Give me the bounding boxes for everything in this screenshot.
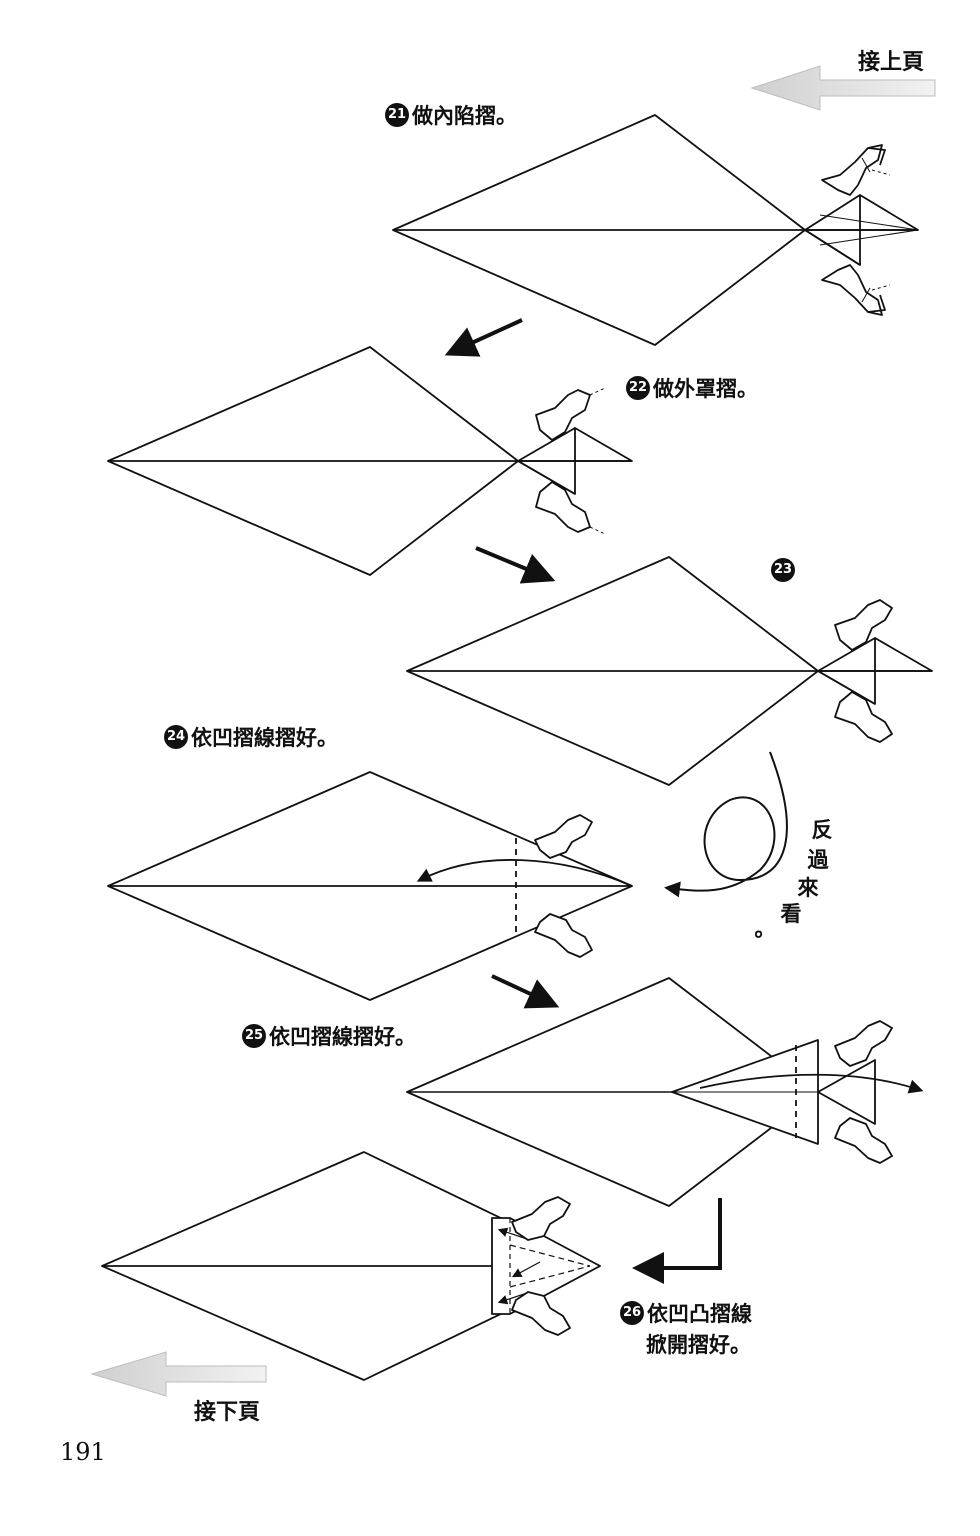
step-22-number: 22	[626, 376, 650, 400]
step-25-figure	[406, 977, 924, 1207]
step-arrow-2	[475, 546, 556, 584]
step-26-text: 依凹凸摺線	[647, 1302, 752, 1326]
step-25-number: 25	[242, 1024, 266, 1048]
bird-head-bottom	[821, 264, 886, 316]
step-21-number: 21	[385, 103, 409, 127]
step-26-figure	[101, 1151, 601, 1381]
step-22-text: 做外罩摺。	[653, 377, 758, 401]
step-26-text-line2: 掀開摺好。	[646, 1333, 751, 1357]
next-page-label: 接下頁	[194, 1400, 261, 1425]
step-23-number: 23	[771, 558, 795, 582]
page-number: 191	[60, 1438, 106, 1466]
bird-head-top	[821, 144, 886, 196]
turn-over-char-4: 看	[780, 902, 802, 926]
step-24-number: 24	[164, 725, 188, 749]
step-21-text: 做內陷摺。	[412, 104, 517, 128]
prev-page-arrow-icon	[750, 65, 936, 111]
step-21-figure	[392, 114, 919, 346]
step-24-text: 依凹摺線摺好。	[191, 726, 338, 750]
step-arrow-1	[444, 318, 523, 357]
turn-over-char-3: 來	[797, 876, 819, 900]
step-23-figure	[406, 556, 933, 786]
step-arrow-4	[632, 1198, 722, 1284]
turn-over-arrow	[664, 751, 788, 898]
prev-page-label: 接上頁	[858, 50, 925, 75]
step-arrow-3	[491, 974, 560, 1009]
turn-over-period: 。	[754, 917, 776, 941]
turn-over-char-2: 過	[807, 848, 829, 872]
turn-over-char-1: 反	[811, 818, 833, 842]
next-page-arrow-icon	[90, 1351, 267, 1397]
step-23-label: 23	[771, 558, 798, 584]
step-22-figure	[107, 346, 633, 576]
step-26-number: 26	[620, 1301, 644, 1325]
step-24-figure	[107, 771, 633, 1001]
step-25-text: 依凹摺線摺好。	[269, 1025, 416, 1049]
